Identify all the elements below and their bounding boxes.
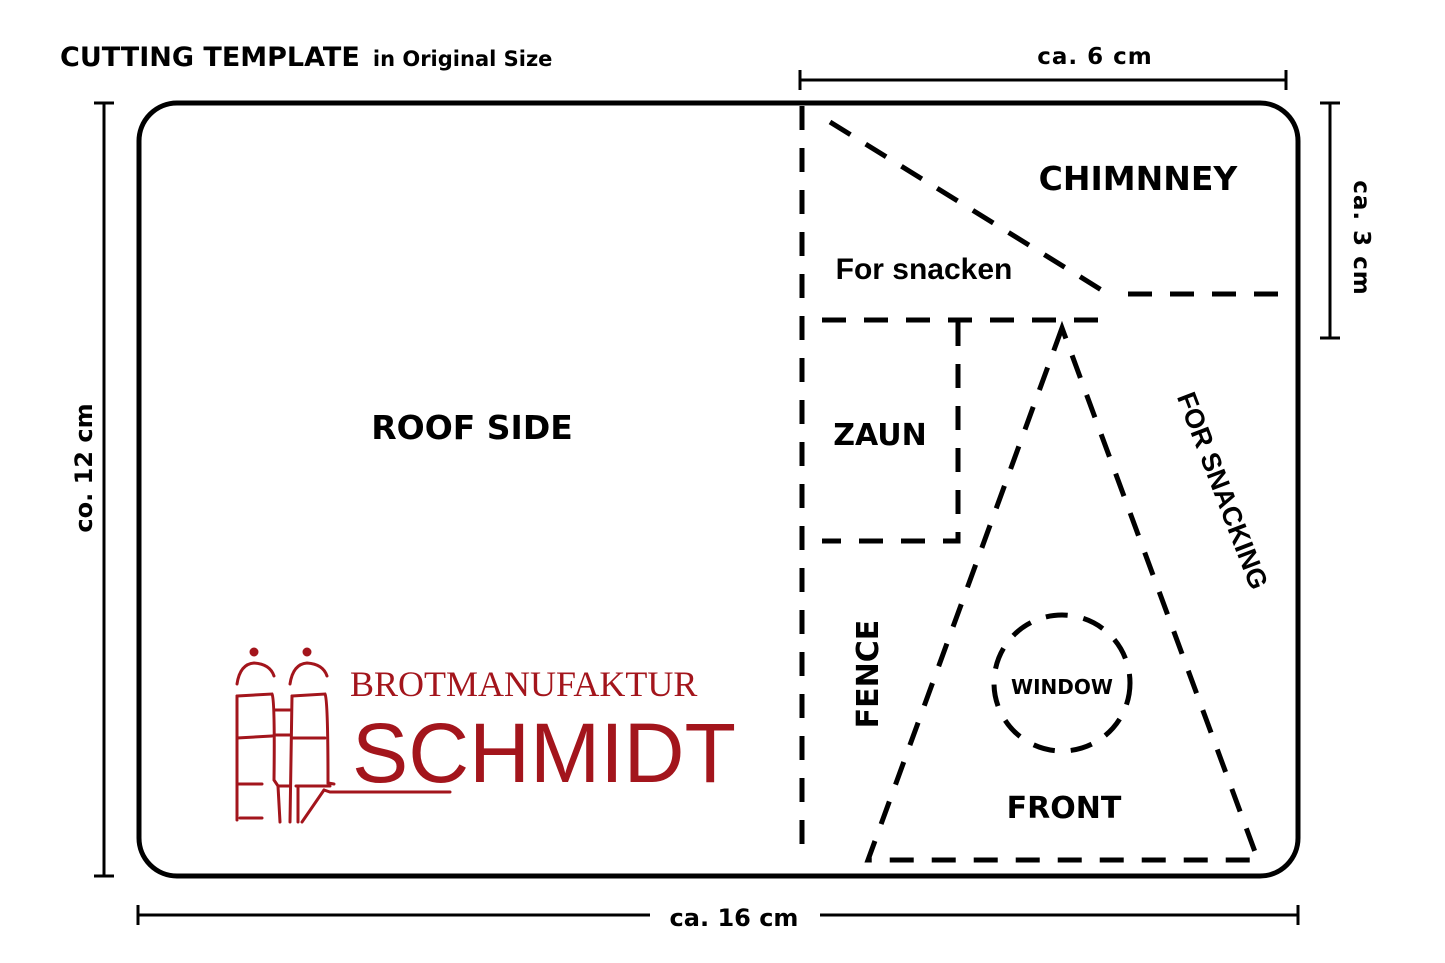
brand-name-line1: BROTMANUFAKTUR [350, 664, 697, 704]
zaun-box-cut [822, 322, 961, 544]
front-label: FRONT [1007, 791, 1122, 826]
front-triangle-cut [864, 320, 1262, 863]
chimney-note: For snacken [836, 253, 1013, 286]
brand-name-line2: SCHMIDT [352, 706, 736, 800]
dimension-right-label: ca. 3 cm [1348, 180, 1374, 296]
dimension-right-height: ca. 3 cm [1320, 101, 1374, 340]
page-title: CUTTING TEMPLATE in Original Size [60, 42, 552, 73]
dimension-top-width: ca. 6 cm [798, 44, 1288, 90]
zaun-label: ZAUN [833, 418, 927, 453]
snacking-note: FOR SNACKING [1171, 388, 1274, 593]
chimney-diagonal-cut [828, 119, 1110, 297]
dimension-left-height: co. 12 cm [70, 101, 114, 878]
dimension-top-label: ca. 6 cm [1037, 44, 1153, 70]
window-label: WINDOW [1011, 675, 1113, 699]
dimension-bottom-width: ca. 16 cm [136, 904, 1300, 932]
template-outline [136, 100, 1301, 879]
dimension-bottom-label: ca. 16 cm [670, 904, 799, 932]
fence-label: FENCE [851, 620, 886, 729]
bakery-towers-icon [235, 647, 452, 824]
dimension-left-label: co. 12 cm [70, 403, 98, 532]
roof-side-label: ROOF SIDE [371, 408, 573, 447]
window-circle-cut [991, 612, 1133, 754]
brand-logo: BROTMANUFAKTUR SCHMIDT [235, 647, 736, 824]
chimney-label: CHIMNNEY [1039, 159, 1239, 198]
